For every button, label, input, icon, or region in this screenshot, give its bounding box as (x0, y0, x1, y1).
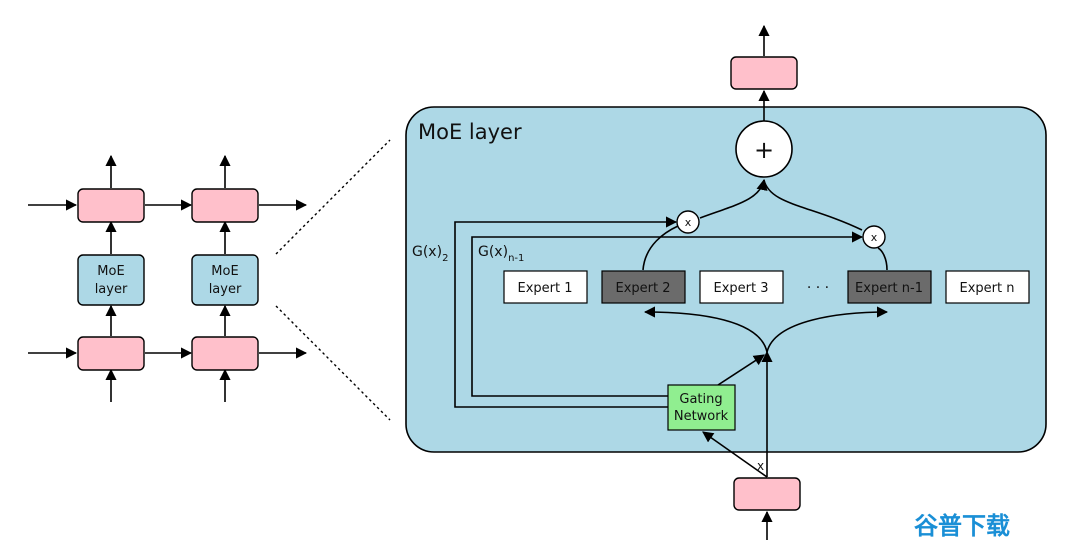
left-top-block-2 (191, 188, 259, 223)
left-top-block-1 (77, 188, 145, 223)
expert-n-box (945, 270, 1030, 304)
gating-line2: Network (674, 409, 729, 424)
plus-symbol: + (754, 136, 774, 164)
gating-line1: Gating (679, 392, 722, 407)
expert-3-box (699, 270, 784, 304)
expert-2-box (601, 270, 686, 304)
gate-line-n-1 (471, 231, 864, 397)
arrow (642, 225, 679, 271)
expert-1-box (503, 270, 588, 304)
input-x-label: x (757, 459, 764, 473)
gate-label-n-1: G(x)n-1 (478, 244, 524, 264)
left-moe-box-1-line1: MoE (97, 264, 124, 279)
left-moe-box-2-line1: MoE (211, 264, 238, 279)
watermark: 谷普下载 (914, 512, 1010, 540)
left-moe-box-2-line2: layer (209, 282, 242, 297)
expert-2-label: Expert 2 (615, 281, 670, 296)
arrow (643, 306, 768, 353)
arrow (763, 179, 863, 231)
expert-n-1-box (847, 270, 932, 304)
multiply-symbol-2: x (685, 216, 692, 229)
zoom-line-top (275, 139, 391, 255)
zoom-line-bottom (275, 305, 391, 421)
sum-circle (735, 120, 793, 178)
left-moe-box-1 (77, 254, 145, 306)
multiply-symbol-n-1: x (871, 231, 878, 244)
expert-1-label: Expert 1 (517, 281, 572, 296)
gating-network-box (667, 384, 736, 431)
ellipsis: · · · (807, 280, 829, 296)
arrow (717, 354, 765, 386)
arrow (702, 431, 768, 478)
expert-n-1-label: Expert n-1 (855, 281, 923, 296)
left-moe-box-2 (191, 254, 259, 306)
multiply-circle-n-1 (862, 225, 886, 249)
arrow (877, 247, 888, 271)
expert-3-label: Expert 3 (713, 281, 768, 296)
moe-input-block (733, 477, 801, 511)
left-bottom-block-2 (191, 336, 259, 371)
arrow (699, 178, 768, 219)
left-stack (28, 154, 308, 402)
moe-output-block (730, 56, 798, 90)
expert-n-label: Expert n (960, 281, 1015, 296)
arrow (766, 306, 889, 353)
gate-label-2: G(x)2 (412, 244, 448, 264)
left-moe-box-1-line2: layer (95, 282, 128, 297)
gate-line-2 (454, 216, 678, 408)
multiply-circle-2 (676, 210, 700, 234)
left-bottom-block-1 (77, 336, 145, 371)
moe-layer-title: MoE layer (418, 120, 522, 144)
